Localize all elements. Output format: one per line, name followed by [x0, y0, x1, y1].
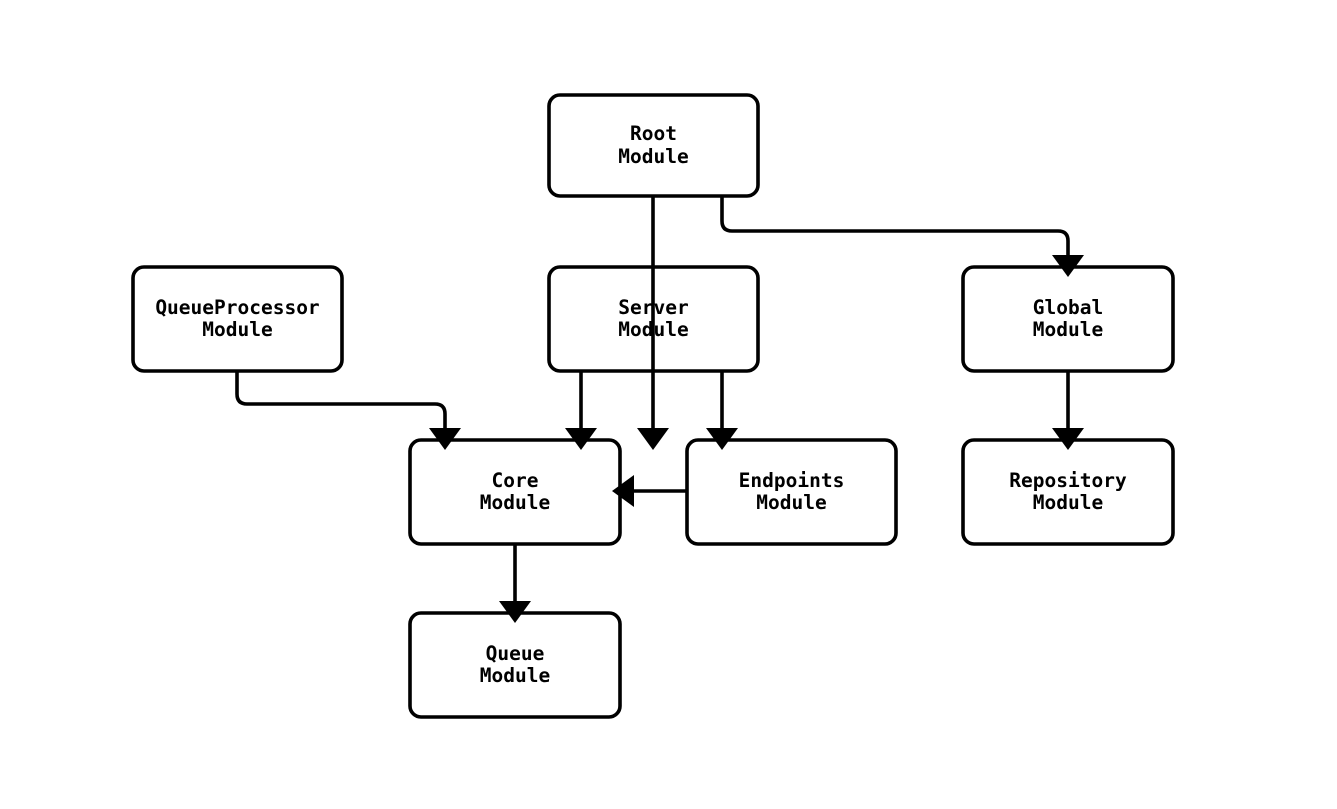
- edge-arrowheads: [429, 255, 1084, 623]
- arrowhead-icon-root-to-global: [1052, 255, 1084, 277]
- edge-root-to-global: [720, 196, 1070, 255]
- edge-queueprocessor-to-core: [235, 371, 447, 428]
- node-box-repository[interactable]: [961, 438, 1175, 546]
- node-box-queue[interactable]: [408, 611, 622, 719]
- node-box-global[interactable]: [961, 265, 1175, 373]
- arrowhead-icon-core-to-queue: [499, 601, 531, 623]
- arrowhead-icon-server-to-core: [565, 428, 597, 450]
- arrowhead-icon-queueprocessor-to-core: [429, 428, 461, 450]
- node-box-endpoints[interactable]: [685, 438, 898, 546]
- edge-lines: [235, 196, 1070, 601]
- node-box-core[interactable]: [408, 438, 622, 546]
- node-box-queueprocessor[interactable]: [131, 265, 344, 373]
- node-box-root[interactable]: [547, 93, 760, 198]
- arrowhead-icon-server-to-endpoints: [706, 428, 738, 450]
- node-shapes: [131, 93, 1175, 719]
- arrowhead-icon-global-to-repository: [1052, 428, 1084, 450]
- arrowhead-icon-root-to-server: [637, 428, 669, 450]
- arrowhead-icon-endpoints-to-core: [612, 475, 634, 507]
